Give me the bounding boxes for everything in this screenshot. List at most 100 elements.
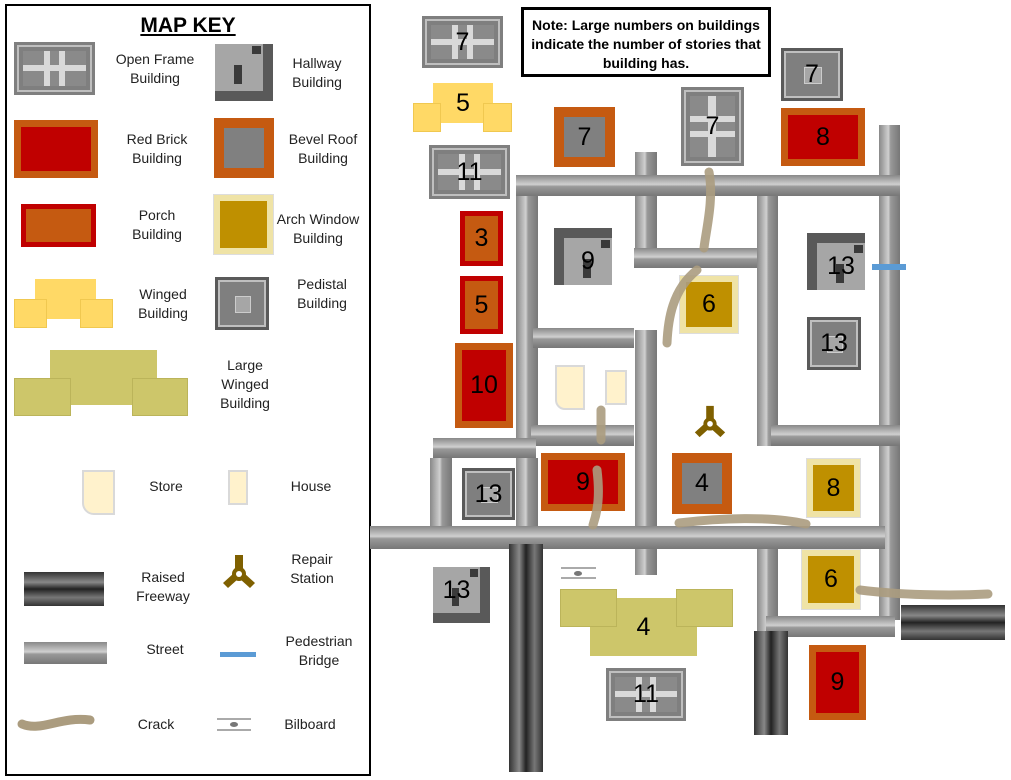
house-icon: [228, 470, 248, 505]
stories-label: 6: [824, 565, 838, 593]
open-frame-building[interactable]: 11: [606, 668, 686, 721]
raised-freeway-icon: [24, 572, 104, 606]
stories-label: 13: [820, 329, 848, 357]
stories-label: 13: [442, 575, 471, 604]
street: [771, 425, 900, 446]
raised-freeway: [901, 605, 1005, 640]
pedistal-building[interactable]: 13: [462, 468, 515, 520]
raised-freeway: [509, 544, 543, 772]
crack: [674, 514, 811, 529]
pedestrian-bridge-icon: [220, 652, 256, 657]
legend-label: Bevel Roof Building: [288, 131, 358, 166]
pedistal-building[interactable]: 13: [807, 317, 861, 370]
hallway-building[interactable]: 13: [433, 567, 490, 623]
stories-label: 4: [695, 469, 709, 497]
street-icon: [24, 642, 107, 664]
legend-label: Repair Station: [290, 551, 334, 586]
street: [531, 425, 634, 446]
legend-label: Arch Window Building: [276, 211, 360, 246]
hallway-building[interactable]: 13: [807, 233, 865, 290]
bevel-roof-building[interactable]: 4: [672, 453, 732, 514]
street: [533, 328, 634, 348]
legend-label: Open Frame Building: [115, 51, 195, 86]
legend-label: Crack: [137, 716, 175, 732]
pedestrian-bridge: [872, 264, 906, 270]
legend-label: Street: [146, 641, 184, 657]
arch-window-building[interactable]: 6: [680, 276, 738, 333]
large-winged-building[interactable]: 4: [590, 598, 697, 656]
large-winged-wing: [561, 590, 616, 626]
stories-label: 9: [576, 467, 590, 496]
map-key-title: MAP KEY: [140, 14, 236, 37]
legend-label: Porch Building: [132, 207, 182, 242]
open-frame-building[interactable]: 11: [429, 145, 510, 199]
winged-building[interactable]: 5: [433, 83, 493, 123]
arch-window-building-icon: [214, 195, 273, 254]
arch-window-building[interactable]: 6: [802, 550, 860, 609]
porch-building[interactable]: 3: [460, 211, 503, 266]
stories-label: 9: [830, 668, 845, 696]
winged-building-wing: [414, 104, 440, 131]
stories-label: 13: [827, 252, 855, 280]
billboard[interactable]: [561, 567, 596, 579]
street: [430, 458, 452, 526]
arch-window-building[interactable]: 8: [807, 459, 860, 517]
pedistal-building[interactable]: 7: [781, 48, 843, 101]
large-winged-wing: [15, 379, 70, 415]
legend-label: Store: [149, 478, 183, 494]
store-icon: [82, 470, 115, 515]
red-brick-building[interactable]: 8: [781, 108, 865, 166]
street: [370, 526, 885, 549]
legend-label: Pedistal Building: [297, 276, 347, 311]
legend-label: Hallway Building: [292, 55, 342, 90]
porch-building[interactable]: 5: [460, 276, 503, 334]
winged-building-wing: [484, 104, 511, 131]
stories-label: 11: [633, 680, 659, 708]
stories-label: 7: [455, 27, 470, 56]
stories-label: 7: [577, 122, 592, 151]
porch-building-icon: [21, 204, 96, 247]
billboard-icon: [217, 718, 251, 731]
legend-label: House: [290, 478, 332, 494]
stories-label: 7: [705, 112, 720, 140]
street: [757, 196, 778, 446]
stories-label: 9: [581, 247, 595, 275]
red-brick-building[interactable]: 9: [809, 645, 866, 720]
street: [757, 549, 778, 632]
winged-building-wing: [15, 300, 46, 327]
bevel-roof-building[interactable]: 7: [554, 107, 615, 167]
street: [766, 616, 895, 637]
stories-label: 3: [474, 224, 489, 252]
note-box: Note: Large numbers on buildings indicat…: [521, 7, 771, 77]
open-frame-building[interactable]: 7: [422, 16, 503, 68]
store[interactable]: [555, 365, 585, 410]
repair-station[interactable]: [692, 404, 728, 440]
red-brick-building-icon: [14, 120, 98, 178]
raised-freeway: [754, 631, 788, 735]
stories-label: 4: [636, 612, 651, 641]
legend-label: Raised Freeway: [136, 569, 190, 604]
legend-label: Bilboard: [284, 716, 336, 732]
stories-label: 7: [805, 60, 819, 88]
legend-label: Red Brick Building: [126, 131, 188, 166]
hallway-building[interactable]: 9: [554, 228, 612, 285]
street: [516, 196, 538, 440]
red-brick-building[interactable]: 9: [541, 453, 625, 511]
winged-building-wing: [81, 300, 112, 327]
stories-label: 8: [826, 473, 841, 502]
open-frame-building[interactable]: 7: [681, 87, 744, 166]
red-brick-building[interactable]: 10: [455, 343, 513, 428]
legend-label: Winged Building: [138, 286, 188, 321]
stories-label: 5: [474, 290, 489, 319]
street: [634, 248, 762, 268]
stories-label: 6: [702, 290, 716, 318]
stories-label: 8: [816, 122, 830, 151]
large-winged-wing: [133, 379, 187, 415]
street: [879, 125, 900, 620]
large-winged-wing: [677, 590, 732, 626]
house[interactable]: [605, 370, 627, 405]
legend-label: Large Winged Building: [220, 357, 270, 411]
hallway-building-icon: [215, 44, 273, 101]
street: [516, 458, 538, 526]
stories-label: 5: [456, 88, 470, 117]
